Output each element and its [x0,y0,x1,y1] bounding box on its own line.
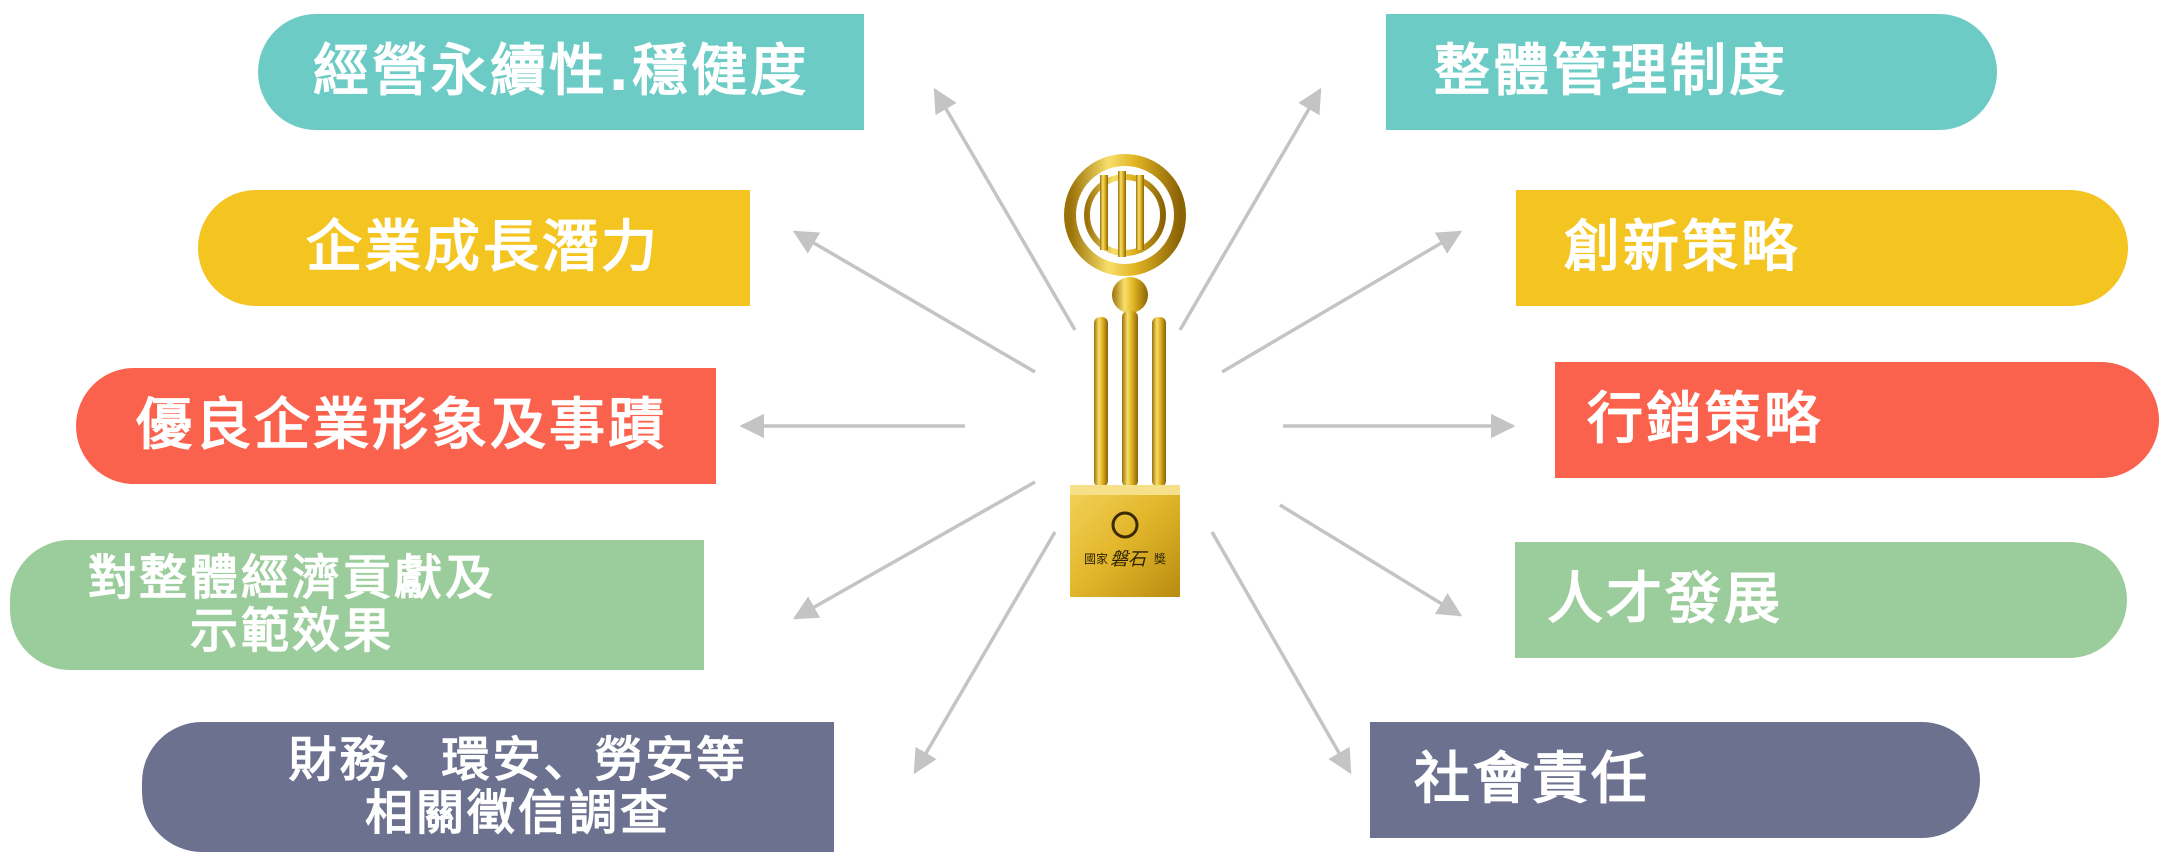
criterion-label: 整體管理制度 [1434,39,1788,105]
criterion-label-line1: 對整體經濟貢獻及 [87,550,496,607]
criterion-innovation: 創新策略 [1516,190,2128,306]
arrow-to-credit [913,531,1057,775]
criterion-label: 行銷策略 [1587,387,1823,453]
criterion-label-line1: 財務、環安、勞安等 [288,732,748,789]
trophy-icon: 國家 磐石 獎 [1064,154,1186,597]
plaque-center: 磐石 [1110,549,1149,570]
criterion-talent: 人才發展 [1515,542,2127,658]
criterion-label: 經營永續性.穩健度 [313,39,810,105]
plaque-right: 獎 [1154,551,1166,566]
trophy-orb [1112,277,1148,313]
criterion-sustainability: 經營永續性.穩健度 [258,14,864,130]
arrow-to-social [1210,531,1352,775]
trophy-base [1070,485,1180,597]
criterion-label: 優良企業形象及事蹟 [136,393,667,459]
criterion-credit: 財務、環安、勞安等 相關徵信調查 [142,722,834,852]
criterion-label-line2: 相關徵信調查 [364,785,671,841]
criterion-marketing: 行銷策略 [1555,362,2159,478]
arrow-to-talent [1279,503,1463,617]
arrow-to-growth [792,230,1036,374]
plaque-left: 國家 [1084,551,1108,566]
criterion-management: 整體管理制度 [1386,14,1997,130]
criterion-label: 創新策略 [1564,215,1800,281]
trophy-ring [1064,154,1186,276]
criterion-economy: 對整體經濟貢獻及 示範效果 [10,540,704,670]
criterion-image: 優良企業形象及事蹟 [76,368,716,484]
criterion-label-line2: 示範效果 [189,603,394,659]
criterion-growth: 企業成長潛力 [198,190,750,306]
arrow-to-economy [792,480,1036,620]
arrow-to-management [1178,87,1322,331]
criterion-label: 人才發展 [1547,567,1783,633]
criterion-label: 企業成長潛力 [306,215,660,281]
criterion-label: 社會責任 [1414,747,1650,813]
arrow-to-sustainability [933,87,1077,331]
arrow-to-innovation [1221,230,1463,374]
criterion-social: 社會責任 [1370,722,1980,838]
